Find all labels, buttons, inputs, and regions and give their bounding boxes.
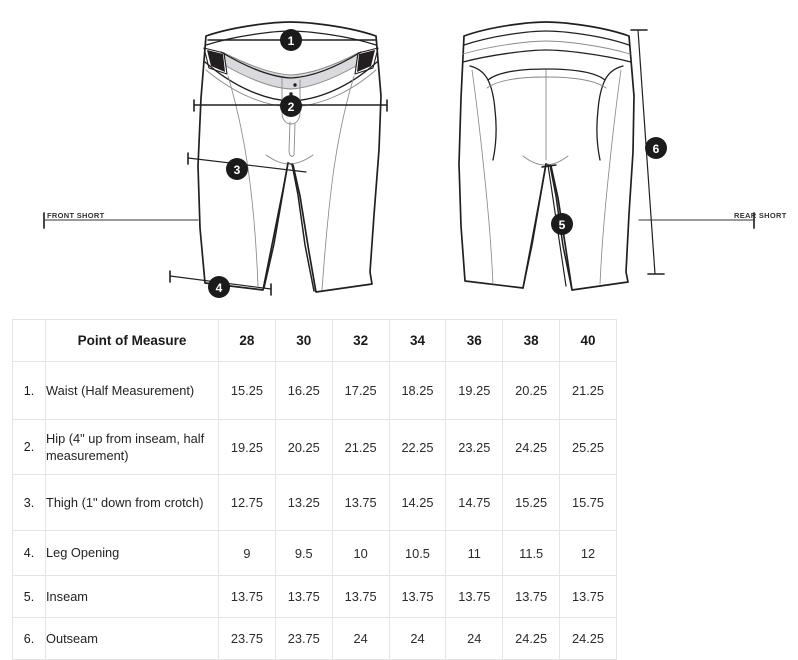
cell-value: 24 — [388, 617, 447, 660]
table-row: 3. Thigh (1" down from crotch) 12.75 13.… — [12, 474, 617, 531]
cell-value: 15.75 — [559, 474, 617, 531]
cell-value: 11 — [445, 530, 504, 576]
header-point-of-measure: Point of Measure — [45, 319, 219, 362]
row-label: Outseam — [45, 617, 219, 660]
svg-text:1: 1 — [288, 34, 295, 48]
rear-short-illustration — [458, 21, 635, 291]
cell-value: 13.75 — [559, 575, 617, 618]
callout-badges: 1 2 3 4 5 6 — [208, 29, 667, 298]
row-label: Inseam — [45, 575, 219, 618]
cell-value: 13.75 — [274, 575, 333, 618]
cell-value: 23.75 — [218, 617, 276, 660]
row-index: 1. — [12, 361, 46, 420]
table-row: 1. Waist (Half Measurement) 15.25 16.25 … — [12, 361, 617, 420]
svg-text:6: 6 — [653, 142, 660, 156]
leader-lines — [43, 212, 755, 229]
cell-value: 13.75 — [218, 575, 276, 618]
callout-badge-3: 3 — [226, 158, 248, 180]
row-label: Hip (4" up from inseam, half measurement… — [45, 419, 219, 475]
header-size-30: 30 — [274, 319, 333, 362]
callout-badge-2: 2 — [280, 95, 302, 117]
cell-value: 19.25 — [445, 361, 504, 420]
cell-value: 12.75 — [218, 474, 276, 531]
cell-value: 13.25 — [274, 474, 333, 531]
callout-badge-4: 4 — [208, 276, 230, 298]
cell-value: 13.75 — [331, 474, 390, 531]
cell-value: 10 — [331, 530, 390, 576]
callout-badge-6: 6 — [645, 137, 667, 159]
row-label: Thigh (1" down from crotch) — [45, 474, 219, 531]
cell-value: 13.75 — [445, 575, 504, 618]
front-short-illustration — [197, 21, 382, 293]
cell-value: 23.25 — [445, 419, 504, 475]
cell-value: 25.25 — [559, 419, 617, 475]
svg-text:4: 4 — [216, 281, 223, 295]
row-index: 5. — [12, 575, 46, 618]
cell-value: 19.25 — [218, 419, 276, 475]
measurement-table: Point of Measure 28 30 32 34 36 38 40 1.… — [12, 319, 617, 660]
cell-value: 13.75 — [331, 575, 390, 618]
cell-value: 13.75 — [502, 575, 561, 618]
header-size-28: 28 — [218, 319, 276, 362]
table-row: 5. Inseam 13.75 13.75 13.75 13.75 13.75 … — [12, 575, 617, 618]
front-short-label: FRONT SHORT — [47, 211, 105, 220]
cell-value: 24.25 — [559, 617, 617, 660]
callout-badge-1: 1 — [280, 29, 302, 51]
measurement-table-container: Point of Measure 28 30 32 34 36 38 40 1.… — [12, 319, 617, 660]
cell-value: 9.5 — [274, 530, 333, 576]
row-index: 3. — [12, 474, 46, 531]
header-size-34: 34 — [388, 319, 447, 362]
svg-text:5: 5 — [559, 218, 566, 232]
cell-value: 13.75 — [388, 575, 447, 618]
cell-value: 23.75 — [274, 617, 333, 660]
cell-value: 24 — [445, 617, 504, 660]
cell-value: 10.5 — [388, 530, 447, 576]
cell-value: 11.5 — [502, 530, 561, 576]
header-size-36: 36 — [445, 319, 504, 362]
table-row: 2. Hip (4" up from inseam, half measurem… — [12, 419, 617, 475]
cell-value: 21.25 — [559, 361, 617, 420]
cell-value: 15.25 — [502, 474, 561, 531]
rear-short-label: REAR SHORT — [734, 211, 787, 220]
table-row: 4. Leg Opening 9 9.5 10 10.5 11 11.5 12 — [12, 530, 617, 576]
cell-value: 18.25 — [388, 361, 447, 420]
svg-text:3: 3 — [234, 163, 241, 177]
header-size-38: 38 — [502, 319, 561, 362]
cell-value: 24.25 — [502, 419, 561, 475]
row-index: 4. — [12, 530, 46, 576]
header-size-32: 32 — [331, 319, 390, 362]
cell-value: 20.25 — [502, 361, 561, 420]
row-label: Waist (Half Measurement) — [45, 361, 219, 420]
header-size-40: 40 — [559, 319, 617, 362]
cell-value: 9 — [218, 530, 276, 576]
cell-value: 24 — [331, 617, 390, 660]
cell-value: 21.25 — [331, 419, 390, 475]
cell-value: 14.25 — [388, 474, 447, 531]
cell-value: 14.75 — [445, 474, 504, 531]
row-index: 6. — [12, 617, 46, 660]
callout-badge-5: 5 — [551, 213, 573, 235]
svg-text:2: 2 — [288, 100, 295, 114]
cell-value: 17.25 — [331, 361, 390, 420]
cell-value: 20.25 — [274, 419, 333, 475]
cell-value: 24.25 — [502, 617, 561, 660]
row-label: Leg Opening — [45, 530, 219, 576]
cell-value: 22.25 — [388, 419, 447, 475]
row-index: 2. — [12, 419, 46, 475]
table-header-row: Point of Measure 28 30 32 34 36 38 40 — [12, 319, 617, 362]
technical-drawing-panel: 1 2 3 4 5 6 FRONT SHORT R — [0, 0, 798, 318]
cell-value: 16.25 — [274, 361, 333, 420]
shorts-technical-drawing: 1 2 3 4 5 6 — [43, 21, 755, 298]
header-index — [12, 319, 46, 362]
cell-value: 15.25 — [218, 361, 276, 420]
cell-value: 12 — [559, 530, 617, 576]
table-row: 6. Outseam 23.75 23.75 24 24 24 24.25 24… — [12, 617, 617, 660]
